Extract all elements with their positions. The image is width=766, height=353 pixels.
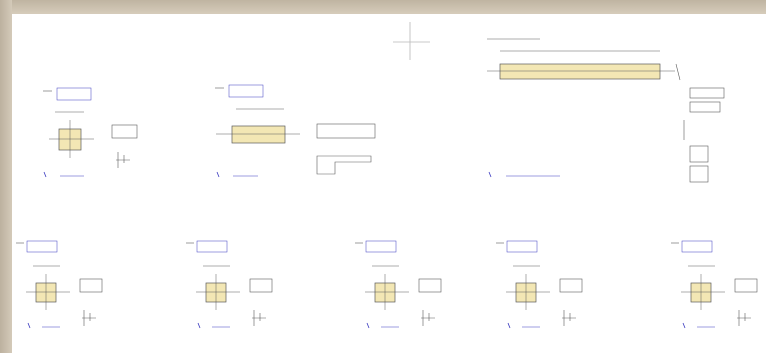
detail-title-block [56,87,92,101]
crosshair-cursor-icon [393,22,430,60]
view-marker [197,322,201,329]
view-marker [682,322,686,329]
window-frame-left [0,0,12,353]
hook-detail-box [79,278,103,293]
view-marker [507,322,511,329]
stirrup-detail [562,310,576,326]
detail-title-block [681,240,713,253]
detail-title-block [228,84,264,98]
stirrup-detail [316,155,372,175]
long-beam-section [499,63,661,80]
column-detail-bottom-1[interactable] [16,240,103,329]
rebar-bend-box-2 [689,101,721,113]
window-frame-top [0,0,766,14]
hook-detail-box [249,278,273,293]
view-marker [366,322,370,329]
stirrup-detail [252,310,266,326]
beam-detail-1[interactable] [215,84,376,178]
stirrup-detail [737,310,751,326]
hook-detail-box [316,123,376,139]
detail-title-block [365,240,397,253]
rebar-bend-box-1 [689,87,725,99]
column-detail-bottom-2[interactable] [186,240,273,329]
column-detail-bottom-3[interactable] [355,240,442,329]
detail-title-block [26,240,58,253]
rebar-bend-box-3 [689,145,709,163]
detail-title-block [506,240,538,253]
stirrup-detail [421,310,435,326]
column-detail-1[interactable] [43,87,138,178]
column-detail-bottom-5[interactable] [671,240,758,329]
view-marker [27,322,31,329]
hook-detail-box [559,278,583,293]
hook-detail-box [734,278,758,293]
beam-section [231,125,286,144]
hook-detail-box [111,124,138,139]
detail-title-block [196,240,228,253]
stirrup-detail [82,310,96,326]
long-beam-detail[interactable] [487,38,725,183]
column-detail-bottom-4[interactable] [496,240,583,329]
hook-detail-box [418,278,442,293]
stirrup-detail [116,152,130,168]
rebar-bend-box-4 [689,165,709,183]
